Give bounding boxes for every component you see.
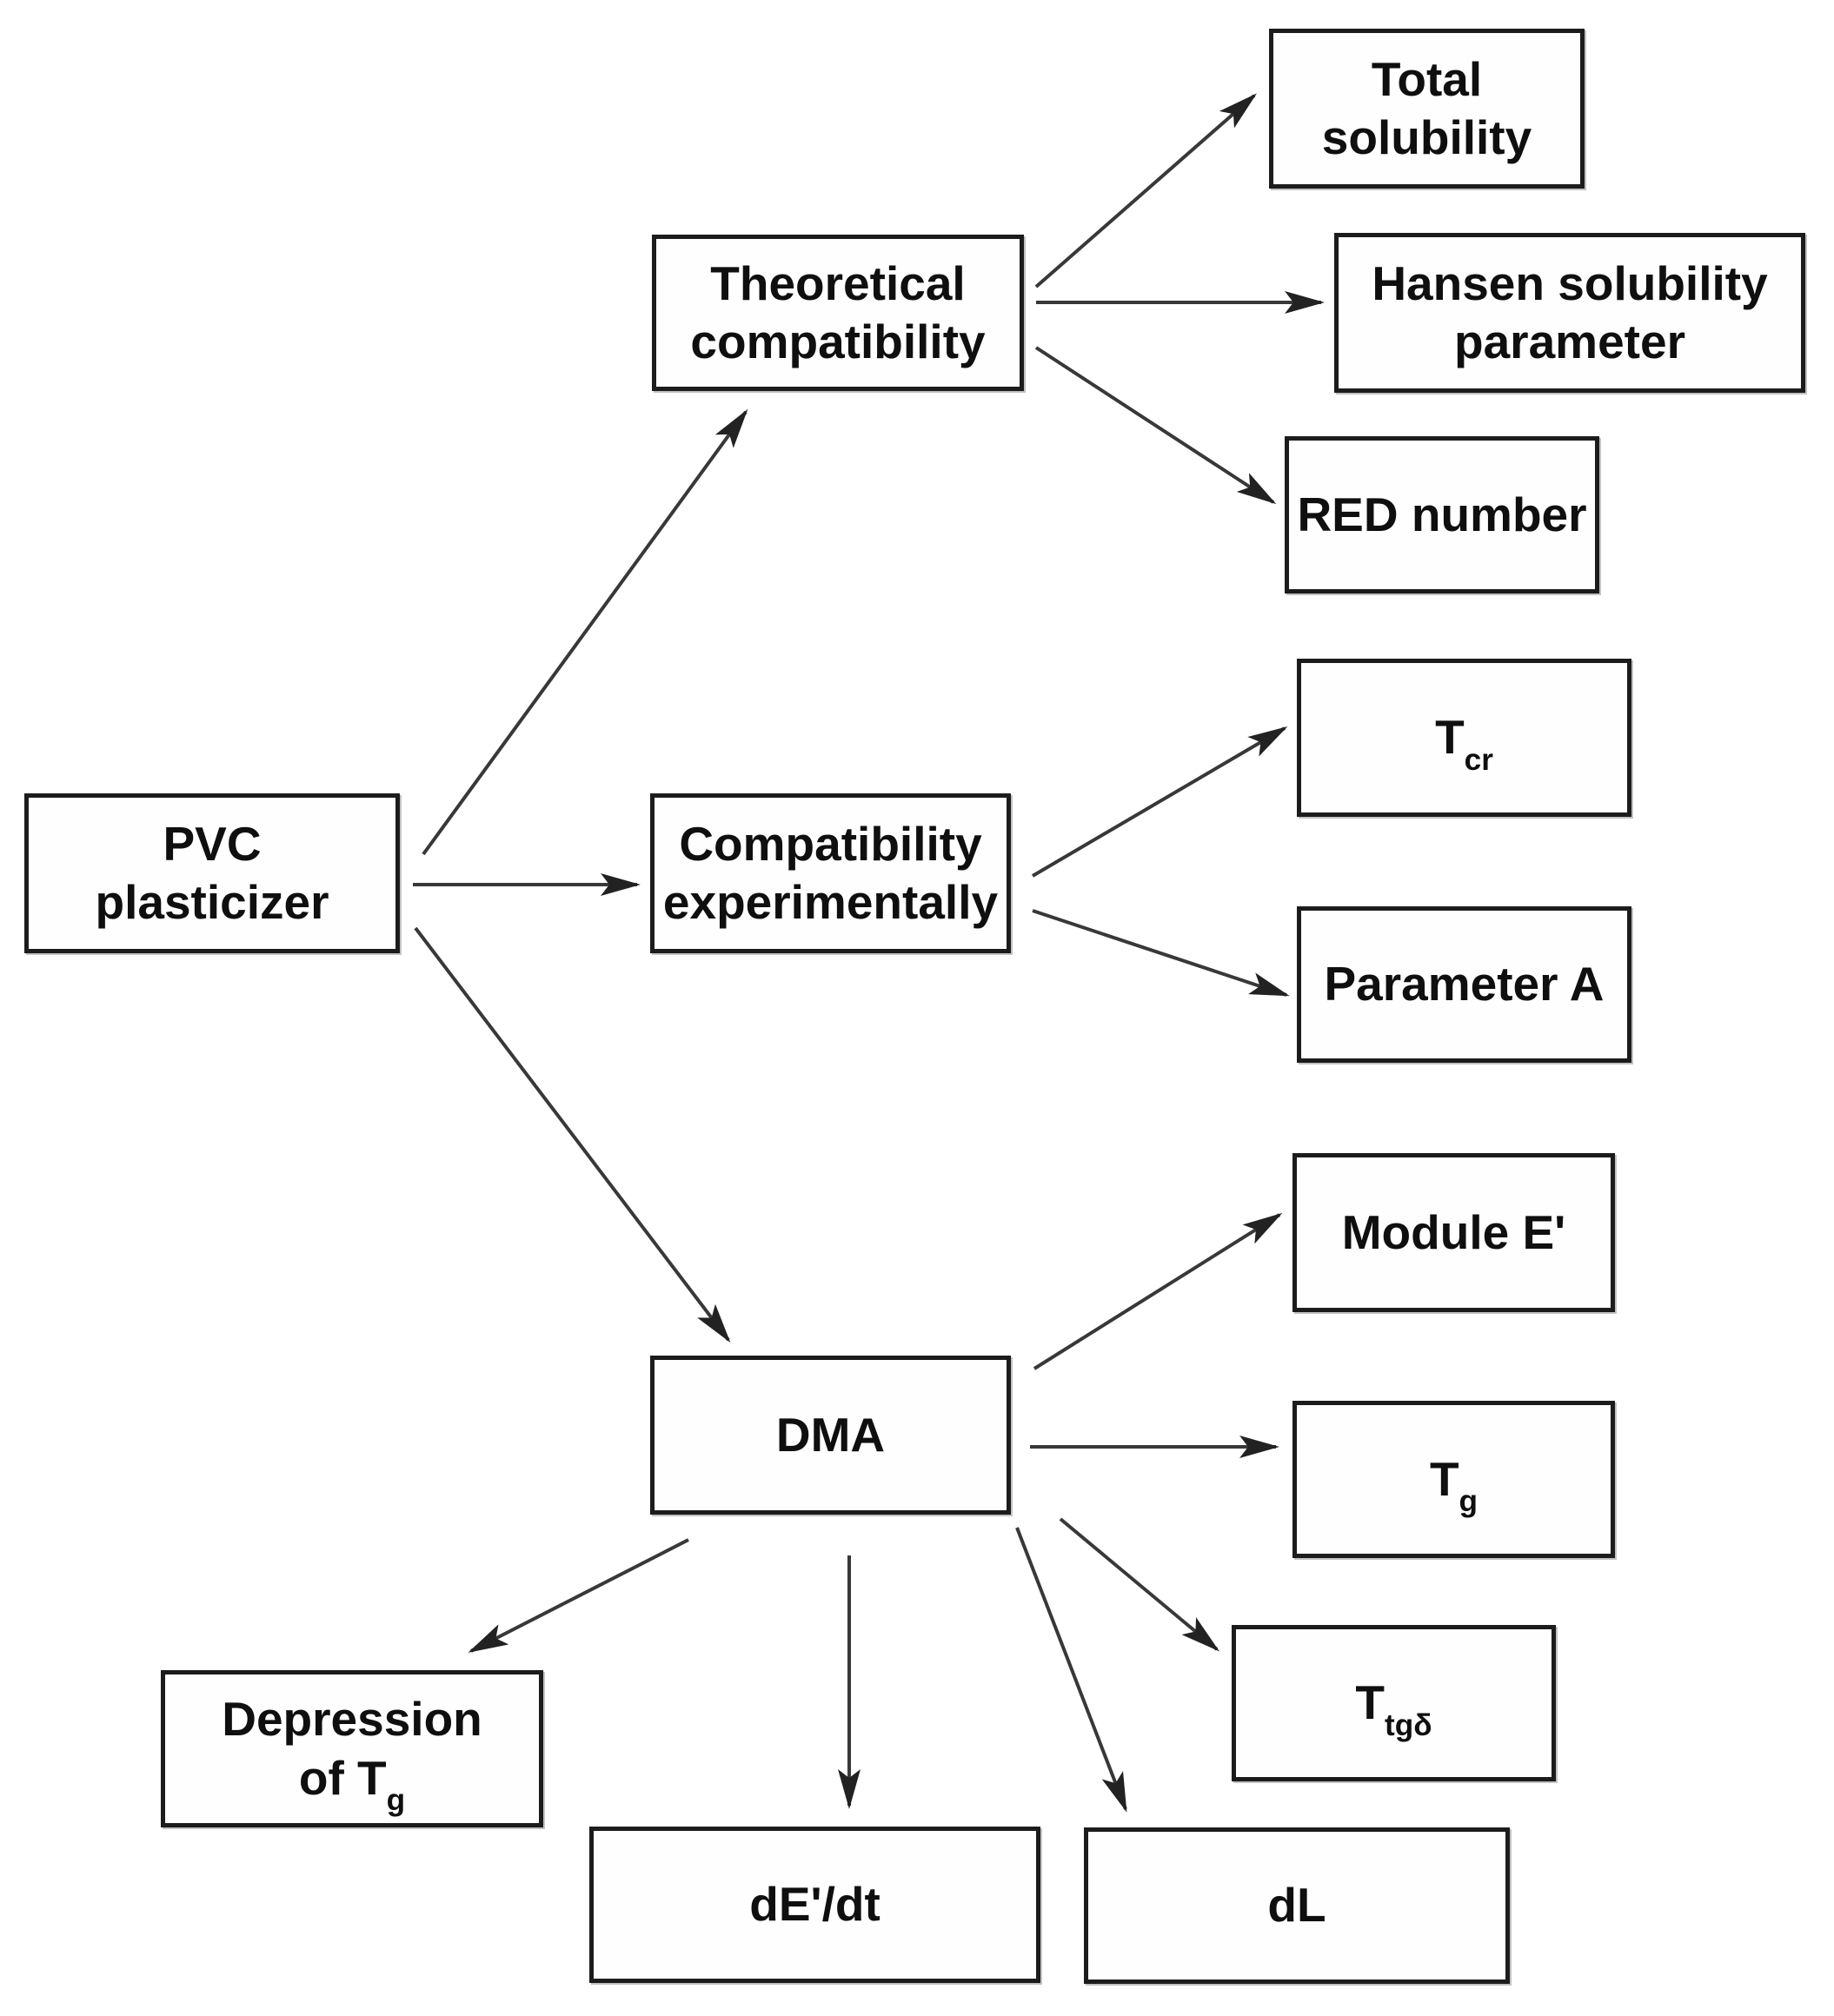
- arrow-compat-to-tcr: [1031, 726, 1288, 878]
- node-label: Tg: [1429, 1451, 1478, 1519]
- node-label: RED number: [1297, 487, 1587, 541]
- node-label: of Tg: [298, 1750, 406, 1817]
- arrow-dma-to-ttgd: [1059, 1517, 1220, 1652]
- node-label: parameter: [1454, 315, 1685, 368]
- node-t-cr: Tcr: [1297, 659, 1631, 817]
- arrow-theoretical-to-red: [1034, 346, 1277, 505]
- arrow-compat-to-parama: [1032, 909, 1290, 997]
- node-label: Module E': [1341, 1204, 1566, 1259]
- arrow-dma-to-depression: [468, 1538, 689, 1653]
- node-label: Total: [1371, 51, 1483, 106]
- node-label: Depression: [222, 1692, 482, 1747]
- node-dma: DMA: [650, 1356, 1011, 1515]
- node-t-tg-delta: Ttgδ: [1232, 1625, 1556, 1781]
- node-label: DMA: [775, 1407, 886, 1462]
- node-label: dE'/dt: [749, 1877, 880, 1932]
- node-parameter-a: Parameter A: [1297, 906, 1631, 1063]
- node-label: Theoretical: [710, 255, 966, 310]
- node-label: Tcr: [1435, 710, 1493, 777]
- node-module-e-prime: Module E': [1292, 1153, 1615, 1312]
- node-label: Parameter A: [1324, 957, 1605, 1011]
- node-label: experimentally: [662, 875, 999, 929]
- node-label: dL: [1267, 1878, 1326, 1933]
- node-label: Ttgδ: [1355, 1675, 1432, 1742]
- node-label: Compatibility: [679, 816, 982, 871]
- node-de-prime-dt: dE'/dt: [589, 1827, 1040, 1983]
- node-label: solubility: [1321, 110, 1532, 164]
- node-red-number: RED number: [1285, 436, 1599, 594]
- node-label: PVC: [163, 816, 262, 871]
- arrow-pvc-to-dma: [414, 926, 731, 1343]
- arrow-theoretical-to-total: [1034, 93, 1258, 288]
- node-label: plasticizer: [95, 875, 329, 929]
- node-label: compatibility: [690, 315, 986, 368]
- arrow-dma-to-dl: [1015, 1527, 1127, 1813]
- arrow-pvc-to-theoretical: [422, 408, 748, 856]
- node-label: Hansen solubility: [1372, 255, 1768, 310]
- arrow-dma-to-modulee: [1033, 1212, 1283, 1370]
- node-t-g: Tg: [1292, 1401, 1615, 1558]
- node-dl: dL: [1084, 1827, 1510, 1984]
